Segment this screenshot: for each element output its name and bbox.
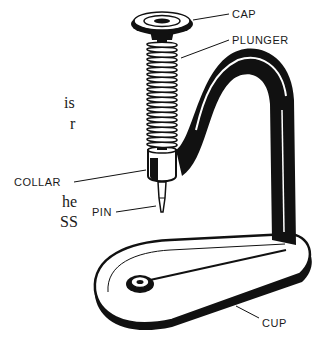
part-label: COLLAR (14, 177, 61, 188)
leader-line (116, 206, 156, 212)
part-label: PIN (92, 207, 112, 218)
cap (131, 13, 193, 35)
part-label: CAP (232, 9, 256, 20)
leader-line (181, 40, 229, 58)
part-label: PLUNGER (232, 35, 289, 46)
base-bevel (108, 244, 285, 292)
text-fragment: he (62, 194, 77, 210)
frame-highlight (196, 58, 286, 130)
spring-coil (147, 142, 177, 147)
text-fragment: SS (60, 214, 78, 230)
pin (158, 182, 166, 212)
plunger-spring (147, 42, 177, 147)
base-plate (95, 234, 310, 323)
c-frame (176, 48, 296, 245)
cup-rim (131, 277, 149, 288)
leader-line (236, 306, 259, 318)
part-label: CUP (262, 318, 287, 329)
leader-line (193, 14, 229, 20)
cap-ring (144, 16, 180, 27)
collar-shade (150, 158, 158, 181)
text-fragment: is (64, 95, 75, 111)
leader-line (74, 170, 146, 182)
pin-step (159, 198, 165, 199)
text-fragment: r (70, 116, 75, 132)
base-slot (150, 250, 286, 280)
cup-hole (137, 280, 144, 284)
frame-highlight (282, 110, 284, 232)
cap-top (134, 12, 190, 30)
collar (148, 150, 176, 181)
cap-center (154, 19, 170, 24)
cup (126, 275, 154, 293)
